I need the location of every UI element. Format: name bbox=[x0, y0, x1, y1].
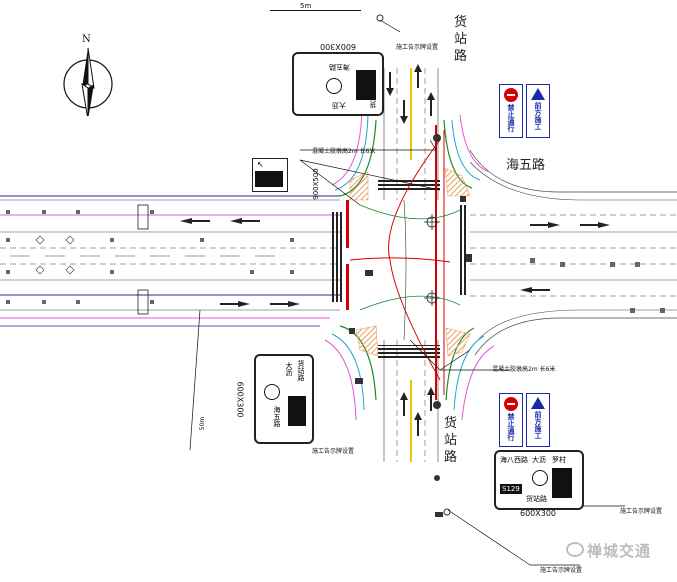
dimension-southwest: 50m bbox=[199, 416, 207, 431]
road-label-south-char-3: 路 bbox=[444, 450, 458, 465]
work-sign-se: 前方施工 bbox=[526, 393, 550, 447]
road-label-north: 货 站 路 bbox=[454, 14, 467, 65]
panel-direction-icon bbox=[532, 470, 548, 486]
road-label-north-char-3: 路 bbox=[454, 49, 468, 64]
panel-place-a: 货站路 bbox=[297, 360, 305, 381]
no-entry-icon bbox=[504, 88, 518, 102]
small-sign-west: ↖ bbox=[252, 158, 288, 192]
wechat-icon bbox=[566, 542, 584, 557]
info-panel-west: 货站路 大沥 海五路 bbox=[254, 354, 314, 444]
panel-block bbox=[356, 70, 376, 100]
panel-place-b: 大沥 bbox=[332, 101, 346, 109]
intersection-guides bbox=[359, 199, 461, 341]
road-label-south: 货 站 路 bbox=[444, 415, 457, 466]
panel-southeast-size: 600X300 bbox=[520, 509, 557, 518]
info-panel-southeast: 海八西路 大沥 罗村 货站路 S129 bbox=[494, 450, 584, 510]
watermark-text: 禅城交通 bbox=[587, 542, 652, 560]
panel-west-size: 600X300 bbox=[235, 381, 245, 418]
construction-zone bbox=[349, 125, 451, 400]
note-sign-north: 施工告示牌设置 bbox=[396, 44, 439, 51]
hatched-areas bbox=[349, 167, 471, 357]
panel-block bbox=[288, 396, 306, 426]
panel-direction-icon bbox=[264, 384, 280, 400]
panel-place-a: 海八西路 bbox=[500, 456, 528, 464]
road-label-south-char-1: 货 bbox=[444, 416, 458, 431]
note-mid-south: 混凝土胶墩高2m 长6米 bbox=[492, 366, 556, 373]
dimension-top: 5m bbox=[270, 2, 362, 11]
road-label-south-char-2: 站 bbox=[444, 433, 458, 448]
corner-curbs bbox=[324, 109, 495, 421]
panel-direction-icon bbox=[326, 78, 342, 94]
panel-north-size: 600X300 bbox=[320, 42, 357, 51]
north-road bbox=[378, 64, 440, 200]
compass-icon bbox=[63, 47, 113, 116]
traffic-light-icon bbox=[424, 214, 440, 306]
south-road bbox=[378, 340, 440, 462]
panel-place-c: 海五路 bbox=[273, 406, 281, 427]
north-arrow: N bbox=[60, 34, 116, 116]
arrow-icon: ↖ bbox=[257, 160, 264, 169]
panel-place-b: 大沥 bbox=[532, 456, 546, 464]
small-sign-block bbox=[255, 171, 283, 187]
panel-place-c: 海五路 bbox=[329, 63, 350, 71]
north-label: N bbox=[82, 34, 91, 45]
prohibit-sign-text: 禁止通行 bbox=[507, 413, 515, 441]
prohibit-sign-ne: 禁止通行 bbox=[499, 84, 523, 138]
no-entry-icon bbox=[504, 397, 518, 411]
work-sign-text: 前方施工 bbox=[534, 411, 542, 439]
work-sign-ne: 前方施工 bbox=[526, 84, 550, 138]
note-sign-south: 施工告示牌设置 bbox=[540, 567, 583, 574]
work-warning-icon bbox=[531, 397, 545, 409]
note-sign-west: 施工告示牌设置 bbox=[312, 448, 355, 455]
work-sign-text: 前方施工 bbox=[534, 102, 542, 130]
road-label-north-char-2: 站 bbox=[454, 32, 468, 47]
note-sign-southeast: 施工告示牌设置 bbox=[620, 508, 663, 515]
east-road bbox=[458, 149, 677, 356]
watermark: 禅城交通 bbox=[566, 540, 651, 561]
west-road bbox=[0, 195, 349, 327]
leader-lines bbox=[189, 19, 625, 566]
prohibit-sign-text: 禁止通行 bbox=[507, 104, 515, 132]
panel-place-d: 货站路 bbox=[526, 495, 547, 503]
road-label-north-char-1: 货 bbox=[454, 15, 468, 30]
info-panel-north: 货站路 大沥 海五路 bbox=[292, 52, 384, 116]
note-mid-north: 混凝土胶墩高2m 长6米 bbox=[312, 148, 376, 155]
panel-place-b: 大沥 bbox=[285, 362, 293, 376]
panel-block bbox=[552, 468, 572, 498]
panel-badge: S129 bbox=[500, 484, 522, 494]
road-label-east: 海五路 bbox=[506, 158, 546, 173]
small-sign-size: 900X500 bbox=[311, 168, 320, 200]
prohibit-sign-se: 禁止通行 bbox=[499, 393, 523, 447]
panel-place-c: 罗村 bbox=[552, 456, 566, 464]
work-warning-icon bbox=[531, 88, 545, 100]
equipment-symbols bbox=[349, 14, 472, 517]
